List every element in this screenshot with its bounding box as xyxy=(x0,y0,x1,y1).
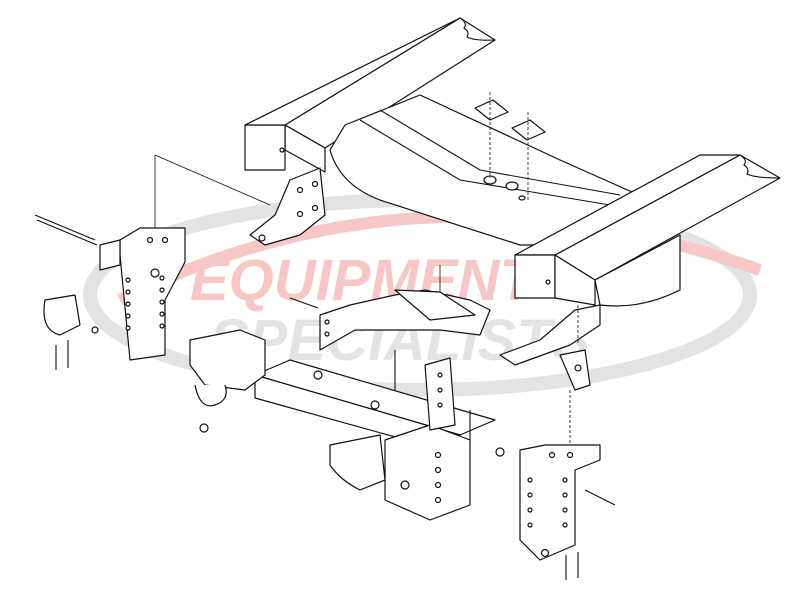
center-strut-bracket xyxy=(289,265,491,440)
mount-plate-right xyxy=(519,444,616,580)
mount-plate-holes xyxy=(125,275,165,331)
frame-rail-left xyxy=(244,17,496,173)
mount-plate-left xyxy=(34,154,271,370)
bolt-long xyxy=(34,214,96,241)
top-clamp-plates xyxy=(474,92,546,200)
hook-bracket xyxy=(43,294,81,336)
frame-bracket-right xyxy=(499,304,601,450)
frame-rail-right xyxy=(514,154,781,307)
frame-bracket-left xyxy=(249,167,326,246)
